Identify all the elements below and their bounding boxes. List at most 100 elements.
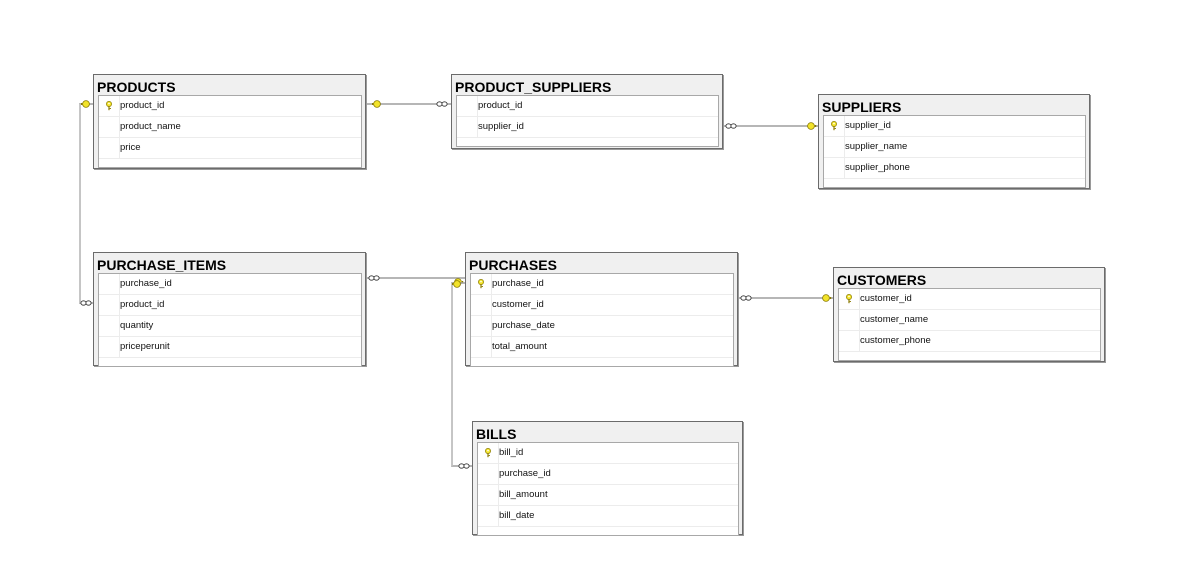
table-title: CUSTOMERS	[837, 272, 927, 288]
one-end-key-icon	[82, 100, 90, 108]
column-row[interactable]: bill_date	[478, 506, 738, 527]
column-name: priceperunit	[120, 341, 170, 352]
column-row[interactable]: purchase_date	[471, 316, 733, 337]
column-list: purchase_id product_id quantity priceperuni…	[98, 273, 362, 367]
column-name: bill_amount	[499, 489, 548, 500]
column-row[interactable]: quantity	[99, 316, 361, 337]
column-gutter	[99, 337, 120, 357]
relationship-suppliers-to-product-suppliers	[723, 122, 818, 130]
many-end-infinity-icon	[436, 101, 443, 107]
column-name: product_id	[120, 299, 165, 310]
column-row[interactable]: supplier_name	[824, 137, 1085, 158]
relationship-products-to-purchase-items	[79, 100, 93, 306]
many-end-infinity-icon	[373, 275, 380, 281]
column-name: product_id	[120, 100, 165, 111]
column-gutter	[99, 117, 120, 137]
column-row[interactable]: product_id	[99, 295, 361, 316]
column-row[interactable]: bill_amount	[478, 485, 738, 506]
column-row[interactable]: customer_phone	[839, 331, 1100, 352]
many-end-infinity-icon	[725, 123, 732, 129]
column-row[interactable]: bill_id	[478, 443, 738, 464]
column-row[interactable]: customer_name	[839, 310, 1100, 331]
column-row[interactable]: purchase_id	[99, 274, 361, 295]
primary-key-icon	[846, 294, 852, 304]
table-bills[interactable]: BILLS bill_id purchase_id bill_amount bill_d…	[472, 421, 743, 536]
many-end-infinity-icon	[740, 295, 747, 301]
column-gutter	[478, 464, 499, 484]
column-name: bill_date	[499, 510, 535, 521]
many-end-infinity-icon	[463, 463, 470, 469]
column-row[interactable]: priceperunit	[99, 337, 361, 358]
column-list: supplier_id supplier_name supplier_phone	[823, 115, 1086, 188]
column-name: customer_id	[860, 293, 912, 304]
column-row[interactable]: total_amount	[471, 337, 733, 358]
column-gutter	[839, 289, 860, 309]
relationship-line-highlight	[79, 103, 93, 304]
column-name: customer_id	[492, 299, 544, 310]
primary-key-icon	[106, 101, 112, 111]
column-gutter	[839, 331, 860, 351]
column-row[interactable]: supplier_phone	[824, 158, 1085, 179]
column-gutter	[471, 274, 492, 294]
relationship-line	[79, 103, 93, 304]
column-row[interactable]: product_name	[99, 117, 361, 138]
relationship-lines	[79, 100, 833, 469]
column-name: purchase_id	[492, 278, 544, 289]
column-row[interactable]: customer_id	[839, 289, 1100, 310]
column-gutter	[824, 158, 845, 178]
column-list: customer_id customer_name customer_phone	[838, 288, 1101, 361]
table-title: SUPPLIERS	[822, 99, 902, 115]
column-row[interactable]: customer_id	[471, 295, 733, 316]
column-row[interactable]: product_id	[457, 96, 718, 117]
column-row[interactable]: purchase_id	[478, 464, 738, 485]
column-name: price	[120, 142, 141, 153]
column-list: product_id supplier_id	[456, 95, 719, 147]
relationship-customers-to-purchases	[738, 294, 833, 302]
column-gutter	[478, 506, 499, 526]
column-gutter	[824, 116, 845, 136]
table-title: BILLS	[476, 426, 517, 442]
relationship-purchases-to-bills	[451, 280, 472, 469]
one-end-key-icon	[822, 294, 830, 302]
column-name: purchase_id	[120, 278, 172, 289]
column-row[interactable]: price	[99, 138, 361, 159]
column-gutter	[99, 274, 120, 294]
many-end-infinity-icon	[730, 123, 737, 129]
column-name: customer_name	[860, 314, 929, 325]
table-title: PRODUCTS	[97, 79, 176, 95]
column-row[interactable]: supplier_id	[824, 116, 1085, 137]
one-end-key-bit	[452, 283, 454, 285]
one-end-key-bit	[81, 103, 83, 105]
column-name: supplier_name	[845, 141, 908, 152]
column-name: bill_id	[499, 447, 524, 458]
column-name: supplier_phone	[845, 162, 910, 173]
column-gutter	[457, 117, 478, 137]
one-end-key-icon	[453, 280, 461, 288]
relationship-products-to-product-suppliers	[366, 100, 451, 108]
column-row[interactable]: purchase_id	[471, 274, 733, 295]
column-name: product_id	[478, 100, 523, 111]
column-name: purchase_date	[492, 320, 555, 331]
column-row[interactable]: supplier_id	[457, 117, 718, 138]
column-name: supplier_id	[478, 121, 524, 132]
column-gutter	[99, 138, 120, 158]
many-end-infinity-icon	[745, 295, 752, 301]
one-end-key-bit	[815, 125, 817, 127]
many-end-infinity-icon	[458, 463, 465, 469]
column-name: purchase_id	[499, 468, 551, 479]
column-gutter	[824, 137, 845, 157]
primary-key-icon	[478, 279, 484, 289]
relationship-purchases-to-purchase-items	[366, 275, 465, 286]
column-row[interactable]: product_id	[99, 96, 361, 117]
many-end-infinity-icon	[368, 275, 375, 281]
column-gutter	[471, 316, 492, 336]
column-gutter	[839, 310, 860, 330]
